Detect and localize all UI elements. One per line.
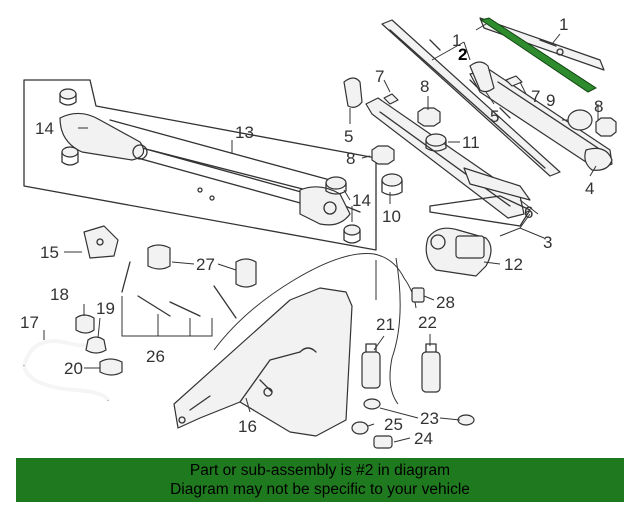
callout-8-upper: 8	[420, 77, 429, 96]
grommet-14-lower	[61, 146, 79, 166]
callout-14-left: 14	[35, 119, 54, 138]
callout-2: 2	[458, 45, 467, 64]
callout-1-right: 1	[559, 15, 568, 34]
callout-20: 20	[64, 359, 83, 378]
callout-25: 25	[384, 415, 403, 434]
callout-28: 28	[436, 293, 455, 312]
callout-6: 6	[524, 203, 533, 222]
cap-20	[99, 358, 123, 376]
wiper-blade-insert-highlight	[479, 17, 598, 93]
nut-8-a	[417, 107, 441, 127]
cap-25	[351, 421, 369, 435]
connector-27-right	[235, 258, 257, 288]
washer-reservoir-16	[173, 287, 353, 437]
wiper-motor-12	[425, 227, 492, 277]
callout-11: 11	[462, 133, 480, 152]
cover-cap-5-left	[343, 77, 363, 108]
callout-1-left: 1	[452, 31, 461, 50]
nut-8-b	[371, 145, 395, 165]
callout-15: 15	[40, 243, 59, 262]
grommet-23-a	[363, 398, 381, 410]
callout-8-left: 8	[346, 149, 355, 168]
callout-26: 26	[146, 347, 165, 366]
connector-27-left	[147, 244, 171, 270]
washer-pump-21	[361, 343, 381, 389]
sensor-24	[373, 435, 393, 449]
grommet-14-upper	[59, 88, 77, 106]
callout-5-left: 5	[344, 127, 353, 146]
clip-7-left	[383, 93, 399, 105]
banner-line-1: Part or sub-assembly is #2 in diagram	[189, 462, 451, 479]
connector-19	[85, 336, 107, 354]
nut-8-c	[595, 117, 617, 137]
leader-lines	[43, 23, 599, 443]
callout-17: 17	[20, 313, 39, 332]
wiring-harness	[213, 253, 417, 405]
callout-14-right: 14	[352, 191, 371, 210]
callout-13: 13	[235, 123, 254, 142]
callout-7-right: 7	[531, 87, 540, 106]
grommet-14-right	[325, 176, 361, 244]
wiper-arm-right	[469, 69, 613, 171]
callout-27: 27	[196, 255, 215, 274]
washer-pump-22	[421, 343, 441, 393]
cover-cap-5-right	[469, 61, 495, 93]
grommet-18	[75, 314, 95, 334]
wiper-linkage-assembly	[23, 79, 377, 251]
bracket-15	[83, 225, 119, 259]
callout-8-right: 8	[594, 97, 603, 116]
callout-23: 23	[420, 409, 439, 428]
washer-nozzle-26-group	[121, 261, 237, 337]
parts-diagram: 1 1 2 3 4 5 5 6 7 7 8 8 8 9 10 11 12 13 …	[20, 15, 617, 449]
callout-10: 10	[382, 207, 401, 226]
callout-21: 21	[376, 315, 395, 334]
clip-7-right	[505, 75, 523, 87]
grommet-23-b	[457, 414, 475, 426]
callout-24: 24	[414, 429, 433, 448]
wiper-blade-right	[479, 17, 605, 71]
callout-3: 3	[543, 233, 552, 252]
callout-18: 18	[50, 285, 69, 304]
connector-28	[411, 287, 425, 303]
bushing-10	[381, 173, 403, 196]
callout-19: 19	[96, 299, 115, 318]
callout-16: 16	[238, 417, 257, 436]
callout-12: 12	[504, 255, 523, 274]
callout-22: 22	[418, 313, 437, 332]
callout-labels: 1 1 2 3 4 5 5 6 7 7 8 8 8 9 10 11 12 13 …	[20, 15, 603, 448]
info-banner: Part or sub-assembly is #2 in diagram Di…	[16, 458, 624, 502]
cap-9	[567, 109, 593, 131]
wiper-spoiler-6	[463, 167, 531, 201]
bushing-11	[425, 133, 447, 152]
callout-5-right: 5	[490, 107, 499, 126]
callout-4: 4	[585, 179, 594, 198]
callout-9: 9	[546, 91, 555, 110]
banner-line-2: Diagram may not be specific to your vehi…	[170, 481, 470, 498]
callout-7-left: 7	[375, 67, 384, 86]
